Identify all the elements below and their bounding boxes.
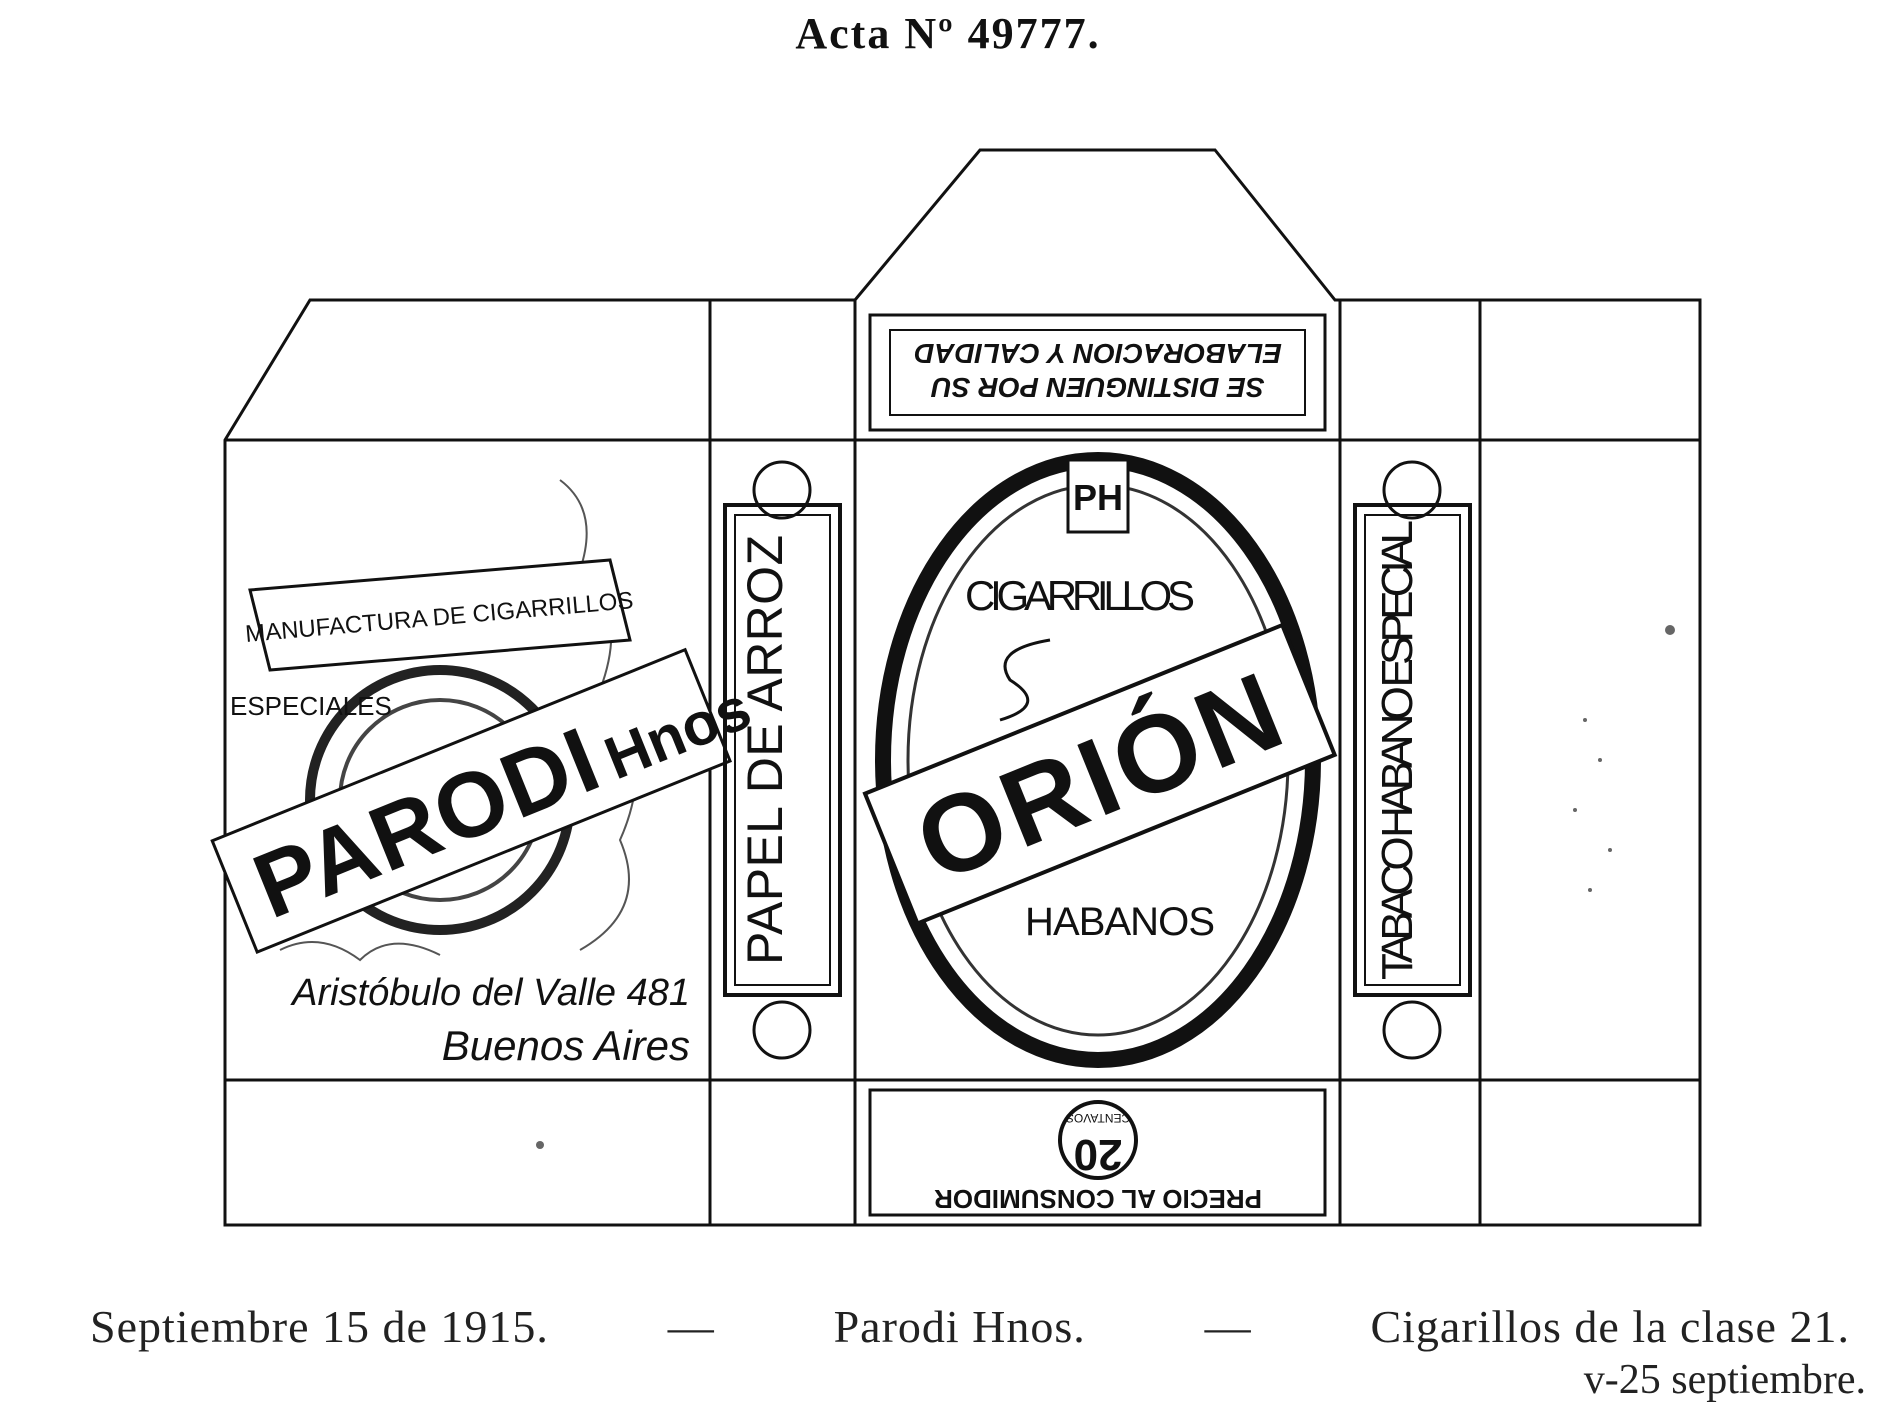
orion-band (862, 622, 1338, 927)
left-panel: MANUFACTURA DE CIGARRILLOS ESPECIALES PA… (210, 479, 760, 1069)
tabaco-habano-especial: TABACO HABANO ESPECIAL (1373, 520, 1422, 980)
caption-dash-1: — (667, 1301, 715, 1352)
top-flap-line2: ELABORACION Y CALIDAD (914, 338, 1282, 369)
monogram: PH (1073, 477, 1123, 518)
bottom-flap-panel (868, 1088, 1327, 1217)
monogram-box (1066, 458, 1130, 534)
caption-class: Cigarillos de la clase 21. (1370, 1301, 1850, 1352)
price-value: 20 (1074, 1130, 1123, 1179)
manufactura-ribbon (248, 558, 632, 672)
center-panel: SE DISTINGUEN POR SU ELABORACION Y CALID… (862, 313, 1338, 1217)
price-label: PRECIO AL CONSUMIDOR (934, 1184, 1262, 1214)
orion-brand: ORIÓN (900, 649, 1298, 905)
smoke-swirl (999, 638, 1051, 722)
ornament-bottom-left (752, 1000, 812, 1060)
cigarette-box-label: MANUFACTURA DE CIGARRILLOS ESPECIALES PA… (210, 148, 1702, 1227)
city-text: Buenos Aires (442, 1022, 690, 1069)
caption-company: Parodi Hnos. (833, 1301, 1086, 1352)
price-unit: CENTAVOS (1066, 1111, 1130, 1125)
papel-de-arroz: PAPEL DE ARROZ (737, 535, 793, 965)
acta-number: Acta Nº 49777. (795, 9, 1101, 58)
address-text: Aristóbulo del Valle 481 (290, 972, 690, 1014)
caption-date: Septiembre 15 de 1915. (90, 1301, 549, 1352)
price-circle (1058, 1100, 1138, 1180)
label-outline (223, 148, 1702, 1227)
caption-subline: v-25 septiembre. (1583, 1357, 1866, 1403)
scan-speckle (536, 625, 1675, 1149)
ornament-bottom-right (1382, 1000, 1442, 1060)
habanos-text: HABANOS (1025, 900, 1215, 944)
side-panel-left: PAPEL DE ARROZ (723, 460, 842, 1060)
brand-band (210, 647, 733, 954)
top-flap-panel (868, 313, 1327, 432)
parodi-brand: PARODI (240, 709, 612, 938)
side-panel-right: TABACO HABANO ESPECIAL (1353, 460, 1472, 1060)
ornament-top-right (1382, 460, 1442, 520)
caption-dash-2: — (1204, 1301, 1252, 1352)
cigarrillos-text: CIGARRILLOS (965, 572, 1195, 619)
caption-line: Septiembre 15 de 1915. — Parodi Hnos. — … (90, 1300, 1850, 1353)
top-flap-line1: SE DISTINGUEN POR SU (931, 372, 1265, 403)
especiales-text: ESPECIALES (230, 691, 392, 721)
ornament-top-left (752, 460, 812, 520)
